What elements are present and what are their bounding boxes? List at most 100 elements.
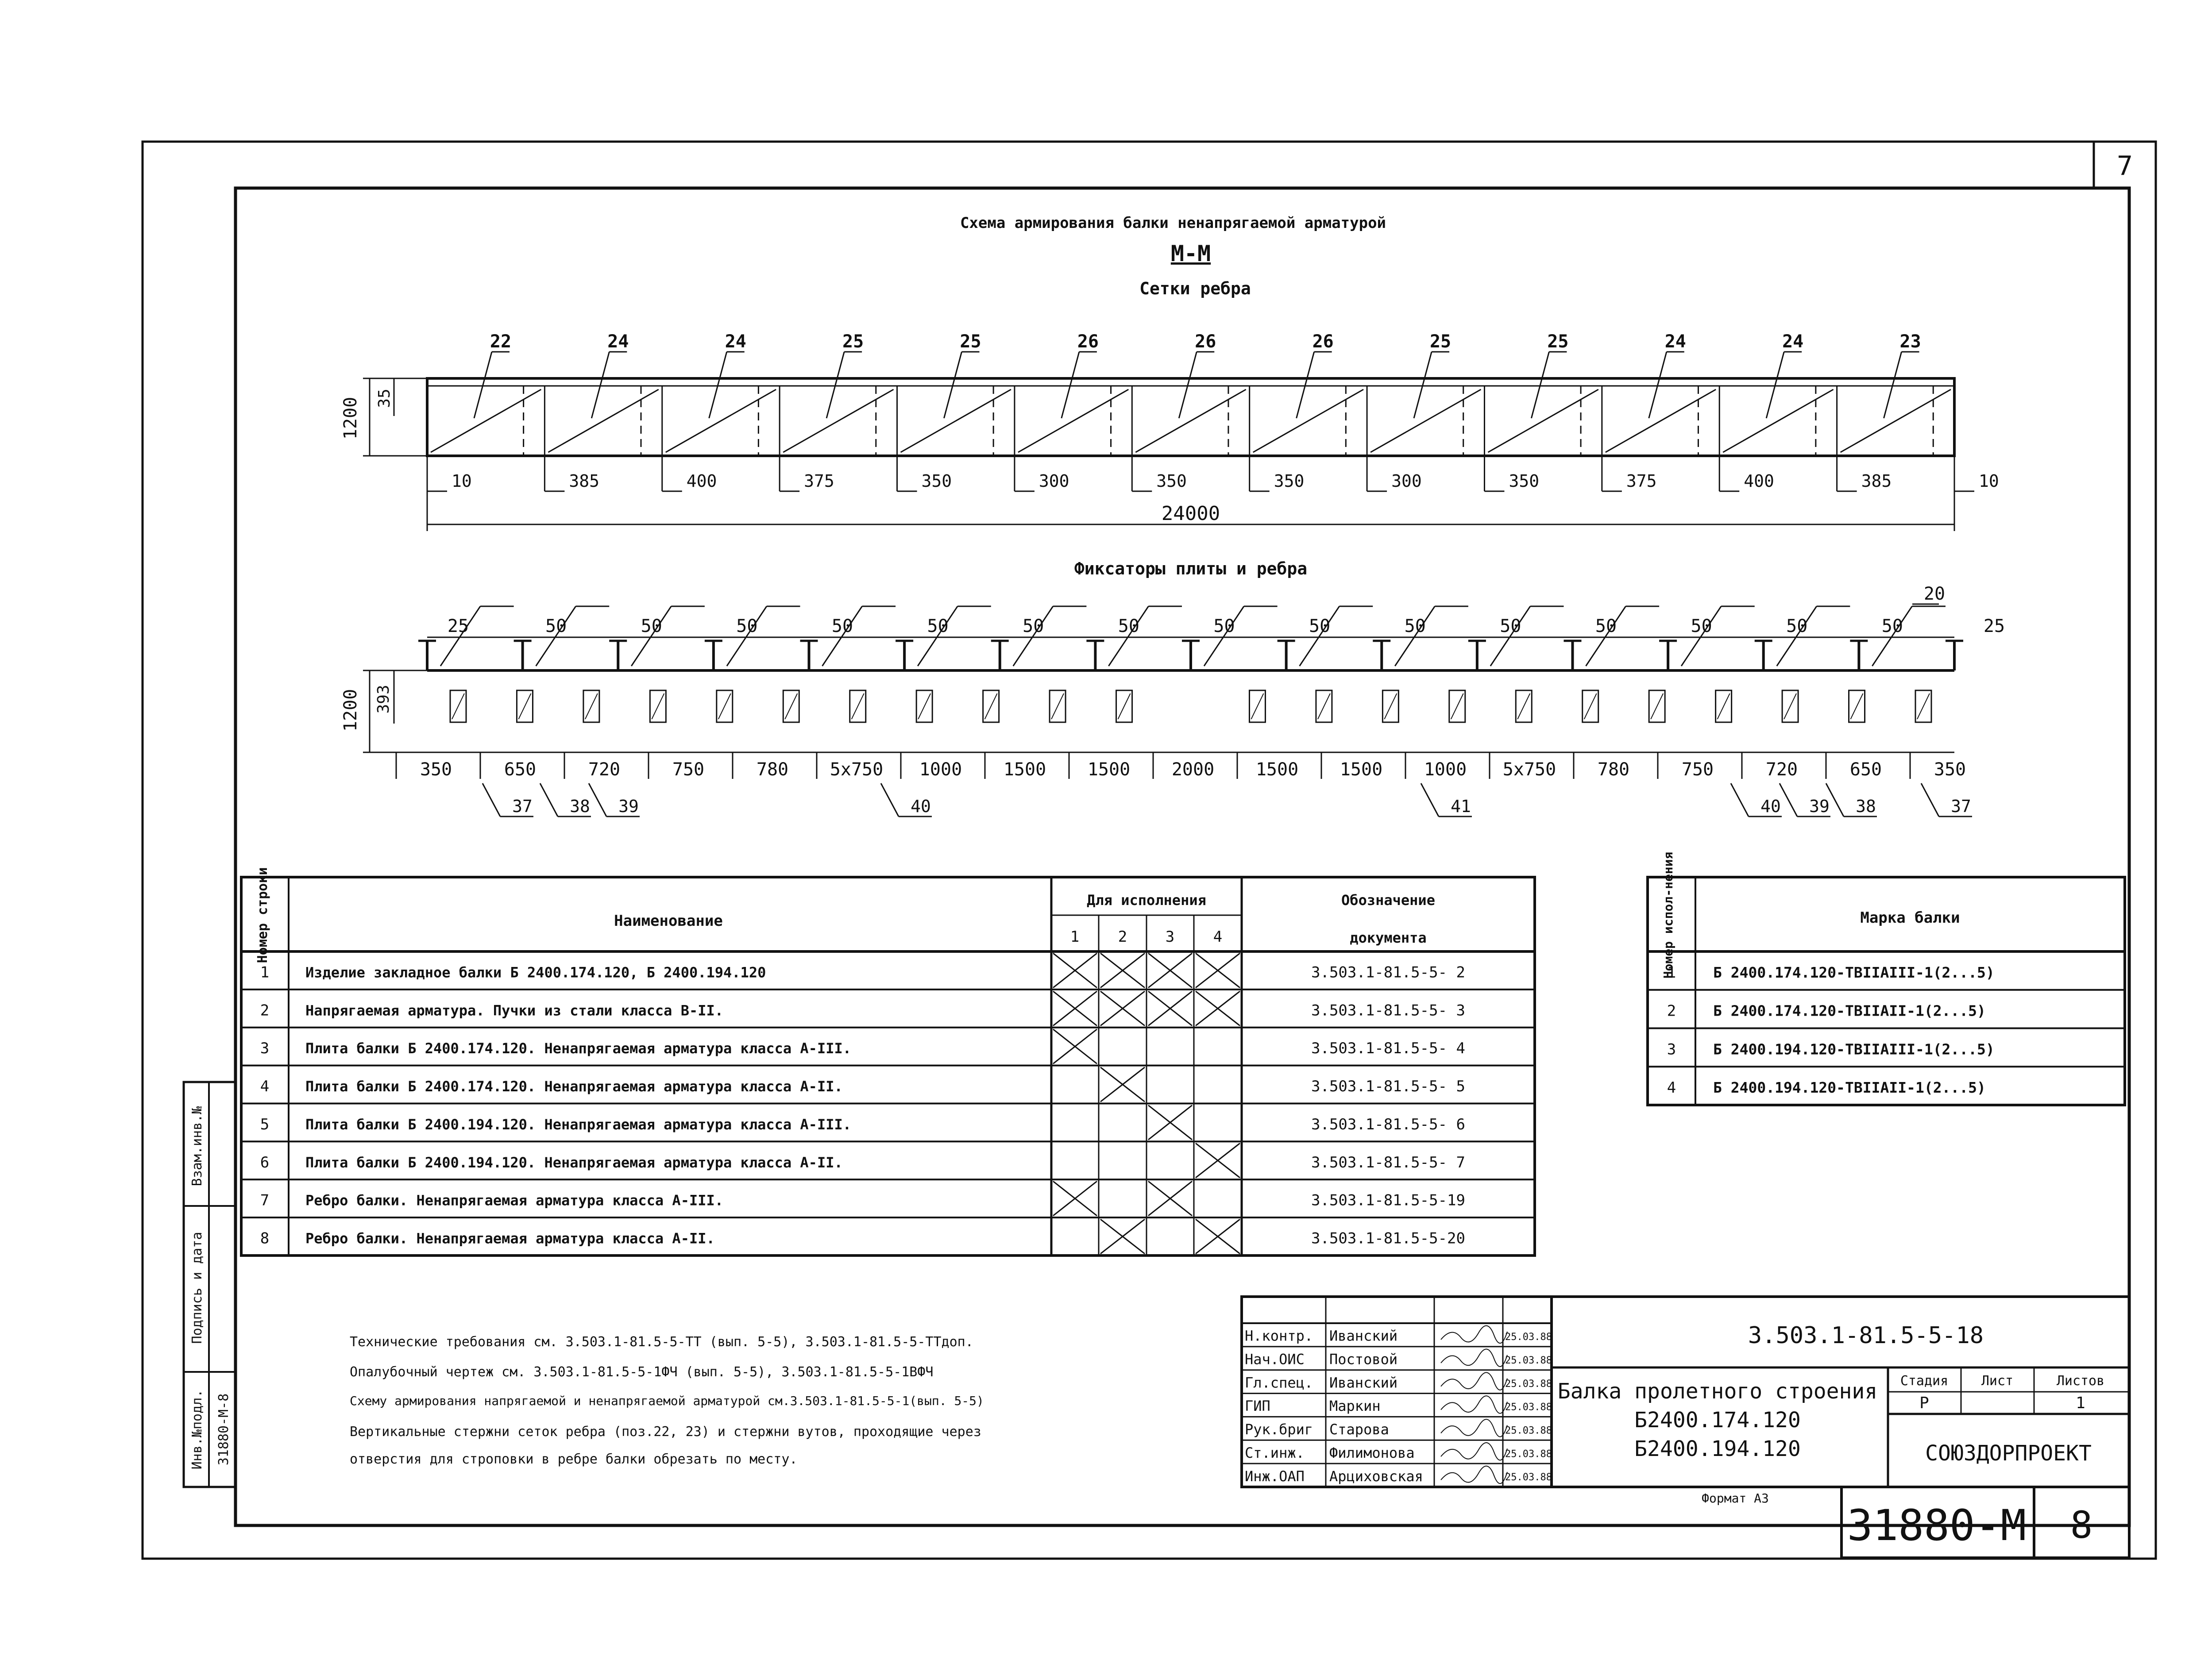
top-subtitle: Сетки ребра xyxy=(1139,279,1251,298)
signer-date: 25.03.88 xyxy=(1505,1472,1552,1483)
fixator-top-label: 50 xyxy=(1786,616,1807,636)
mesh-mark-label: 25 xyxy=(960,331,981,352)
spec-row-name: Плита балки Б 2400.194.120. Ненапрягаема… xyxy=(305,1116,851,1133)
spec-row-doc: 3.503.1-81.5-5- 4 xyxy=(1311,1040,1465,1057)
spec-header-doc-2: документа xyxy=(1350,929,1426,946)
title-line-3: Б2400.194.120 xyxy=(1634,1436,1801,1461)
signer-date: 25.03.88 xyxy=(1505,1402,1552,1413)
bottom-subtitle: Фиксаторы плиты и ребра xyxy=(1074,559,1307,578)
mesh-mark-label: 26 xyxy=(1077,331,1099,352)
side-stamp: Взам.инв.№ Подпись и дата Инв.№подл. 318… xyxy=(182,1081,237,1488)
spec-header-doc: Обозначение xyxy=(1341,892,1435,909)
spacing-label: 1000 xyxy=(1424,759,1467,780)
spacing-label: 1500 xyxy=(1004,759,1046,780)
exec-col-header: 3 xyxy=(1166,928,1174,946)
sheet-header: Лист xyxy=(1981,1373,2013,1389)
signature-mark xyxy=(1440,1465,1508,1484)
fixator-top-label: 50 xyxy=(545,616,567,636)
signer-date: 25.03.88 xyxy=(1505,1355,1552,1366)
fixator-top-label: 50 xyxy=(1405,616,1426,636)
variant-row-mark: Б 2400.194.120-ТВIIАII-1(2...5) xyxy=(1713,1079,1986,1096)
top-length-label: 24000 xyxy=(1162,502,1220,525)
spec-row-num: 6 xyxy=(260,1154,269,1171)
spacing-label: 650 xyxy=(1850,759,1882,780)
page-number: 8 xyxy=(2070,1503,2093,1547)
signer-name: Постовой xyxy=(1329,1351,1397,1368)
note-3: Схему армирования напрягаемой и ненапряг… xyxy=(350,1394,984,1408)
signer-name: Старова xyxy=(1329,1421,1389,1438)
gap-label: 400 xyxy=(687,471,717,491)
gap-label: 300 xyxy=(1039,471,1069,491)
fixator-top-label: 50 xyxy=(1595,616,1617,636)
title-block: 3.503.1-81.5-5-18 Балка пролетного строе… xyxy=(1240,1295,2131,1559)
spacing-label: 5x750 xyxy=(830,759,883,780)
spacing-label: 1500 xyxy=(1340,759,1382,780)
drawing-title: Схема армирования балки ненапрягаемой ар… xyxy=(960,214,1386,232)
signature-mark xyxy=(1440,1442,1508,1461)
spacing-label: 5x750 xyxy=(1503,759,1556,780)
fixator-mark-label: 38 xyxy=(1856,797,1876,816)
spec-row-name: Ребро балки. Ненапрягаемая арматура клас… xyxy=(305,1192,723,1209)
signer-role: ГИП xyxy=(1245,1398,1270,1414)
sheets-header: Листов xyxy=(2057,1373,2104,1389)
gap-label: 10 xyxy=(452,471,472,491)
spec-row-num: 8 xyxy=(260,1230,269,1248)
fixator-top-label: 50 xyxy=(1691,616,1712,636)
signer-date: 25.03.88 xyxy=(1505,1379,1552,1390)
spacing-label: 720 xyxy=(588,759,620,780)
fixator-top-label: 25 xyxy=(1984,616,2005,636)
top-height-label: 1200 xyxy=(340,397,361,439)
gap-label: 385 xyxy=(569,471,599,491)
mesh-mark-label: 26 xyxy=(1313,331,1334,352)
section-label: М-М xyxy=(1171,241,1211,266)
note-4: Вертикальные стержни сеток ребра (поз.22… xyxy=(350,1424,981,1440)
spacing-label: 780 xyxy=(1598,759,1629,780)
spec-row-name: Плита балки Б 2400.174.120. Ненапрягаема… xyxy=(305,1078,843,1095)
specification-table: Номер строки Наименование Для исполнения… xyxy=(240,867,1536,1257)
fixator-mark-label: 41 xyxy=(1451,797,1471,816)
signer-date: 25.03.88 xyxy=(1505,1425,1552,1436)
spacing-label: 2000 xyxy=(1172,759,1214,780)
fixator-mark-label: 40 xyxy=(1760,797,1781,816)
spacing-label: 1500 xyxy=(1088,759,1130,780)
stamp-signature-label: Подпись и дата xyxy=(189,1232,205,1344)
signer-role: Н.контр. xyxy=(1245,1328,1313,1344)
mesh-mark-label: 24 xyxy=(725,331,746,352)
exec-col-header: 4 xyxy=(1213,928,1222,946)
stamp-inventory-label: Инв.№подл. xyxy=(189,1390,205,1470)
mesh-mark-label: 25 xyxy=(1430,331,1451,352)
fixator-top-label: 50 xyxy=(641,616,662,636)
spacing-label: 650 xyxy=(504,759,536,780)
signer-name: Иванский xyxy=(1329,1328,1397,1344)
gap-label: 350 xyxy=(922,471,952,491)
title-line-1: Балка пролетного строения xyxy=(1558,1379,1877,1404)
spec-row-doc: 3.503.1-81.5-5-20 xyxy=(1311,1230,1465,1248)
mesh-mark-label: 25 xyxy=(842,331,864,352)
outer-frame xyxy=(141,140,2157,1560)
gap-label: 375 xyxy=(804,471,834,491)
fixator-mark-label: 37 xyxy=(1951,797,1971,816)
spec-header-name: Наименование xyxy=(614,912,723,930)
fixator-top-label: 50 xyxy=(1309,616,1330,636)
gap-label: 350 xyxy=(1509,471,1539,491)
stamp-replacement-label: Взам.инв.№ xyxy=(189,1106,205,1186)
gap-label: 300 xyxy=(1391,471,1422,491)
mesh-mark-label: 25 xyxy=(1547,331,1568,352)
gap-label: 385 xyxy=(1861,471,1892,491)
signer-date: 25.03.88 xyxy=(1505,1332,1552,1343)
signer-name: Иванский xyxy=(1329,1374,1397,1391)
format-label: Формат А3 xyxy=(1702,1491,1769,1506)
variant-header-mark: Марка балки xyxy=(1860,909,1960,927)
bottom-height-label: 1200 xyxy=(340,689,361,732)
title-line-2: Б2400.174.120 xyxy=(1634,1408,1801,1433)
spec-row-doc: 3.503.1-81.5-5- 3 xyxy=(1311,1001,1465,1019)
doc-code: 3.503.1-81.5-5-18 xyxy=(1748,1322,1984,1349)
inner-frame xyxy=(234,186,2131,1527)
note-2: Опалубочный чертеж см. 3.503.1-81.5-5-1Ф… xyxy=(350,1364,934,1380)
spacing-label: 350 xyxy=(1934,759,1966,780)
fixator-top-label: 50 xyxy=(1500,616,1521,636)
signer-role: Инж.ОАП xyxy=(1245,1468,1305,1485)
spacing-label: 1000 xyxy=(919,759,962,780)
gap-label: 375 xyxy=(1626,471,1657,491)
